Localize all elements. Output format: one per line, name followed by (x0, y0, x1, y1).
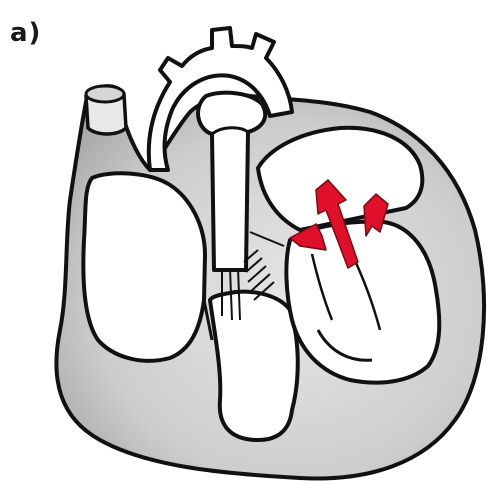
right-ventricle (210, 292, 298, 440)
right-atrium (83, 173, 205, 361)
